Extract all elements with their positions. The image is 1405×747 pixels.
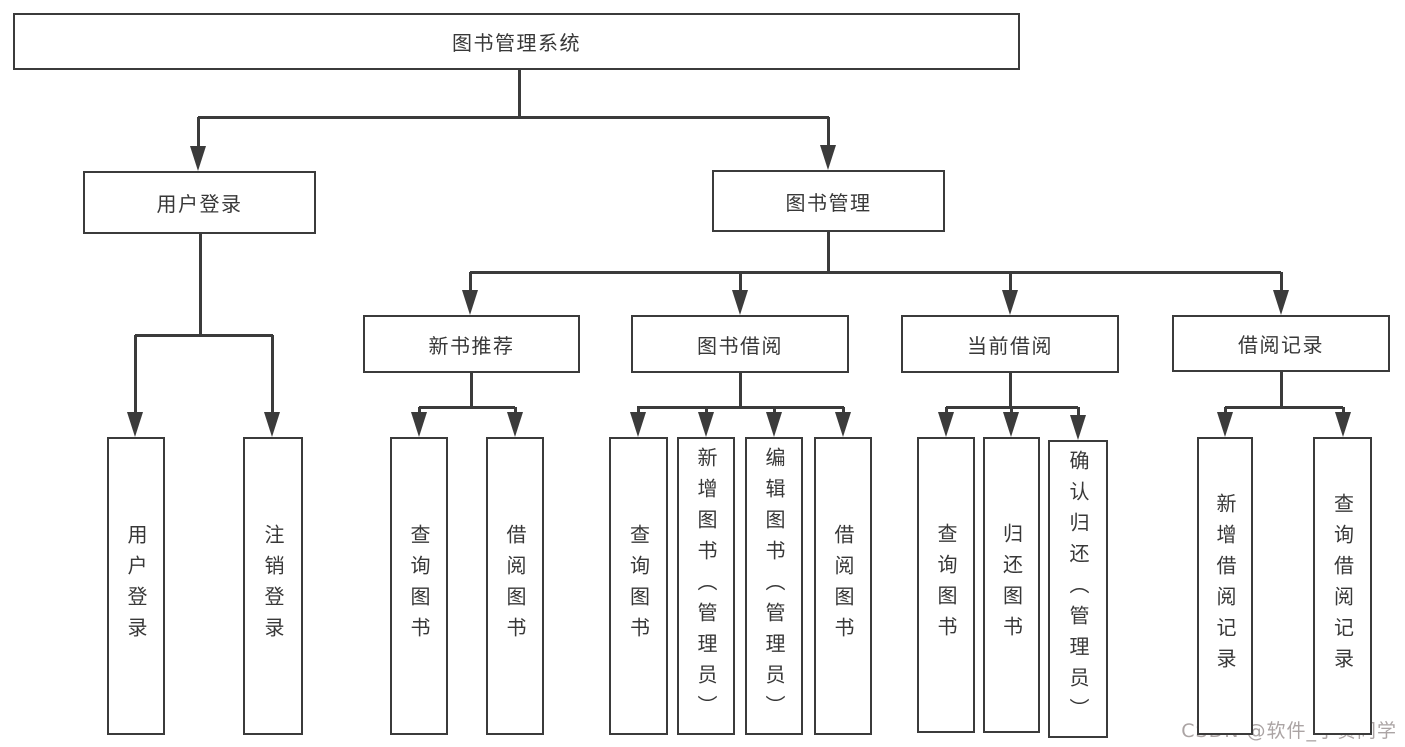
arrowhead-down-icon	[938, 412, 954, 437]
node-label: 查询借阅记录	[1330, 493, 1355, 679]
node-label: 确认归还（管理员）	[1066, 449, 1090, 729]
node-label: 图书借阅	[697, 333, 783, 358]
connector-arrow-shaft	[826, 117, 830, 164]
node-label: 借阅图书	[503, 524, 527, 648]
node-label: 归还图书	[999, 523, 1024, 647]
arrowhead-down-icon	[835, 412, 851, 437]
node-label: 借阅图书	[831, 524, 855, 648]
node-leaf-query-record: 查询借阅记录	[1313, 437, 1372, 735]
node-current-borrowing: 当前借阅	[901, 315, 1119, 373]
node-leaf-logout: 注销登录	[243, 437, 303, 735]
arrowhead-down-icon	[1003, 412, 1019, 437]
node-label: 当前借阅	[967, 333, 1053, 358]
arrowhead-down-icon	[264, 412, 280, 437]
connector-line	[198, 115, 829, 119]
node-book-borrowing: 图书借阅	[631, 315, 849, 373]
arrowhead-down-icon	[1070, 415, 1086, 440]
node-root: 图书管理系统	[13, 13, 1020, 70]
node-leaf-query-book-3: 查询图书	[917, 437, 975, 733]
connector-arrow-shaft	[196, 117, 200, 165]
connector-arrow-shaft	[270, 335, 274, 431]
connector-arrow-shaft	[133, 335, 137, 431]
arrowhead-down-icon	[1217, 412, 1233, 437]
node-book-management: 图书管理	[712, 170, 945, 232]
node-label: 图书管理系统	[452, 31, 581, 55]
node-label: 新增图书（管理员）	[694, 446, 718, 726]
node-leaf-user-login: 用户登录	[107, 437, 165, 735]
node-leaf-borrow-book-2: 借阅图书	[814, 437, 872, 735]
connector-line	[135, 333, 273, 337]
node-leaf-confirm-return: 确认归还（管理员）	[1048, 440, 1108, 738]
connector-line	[826, 232, 830, 273]
arrowhead-down-icon	[1002, 290, 1018, 315]
connector-line	[1008, 373, 1012, 408]
node-leaf-query-book-2: 查询图书	[609, 437, 668, 735]
node-leaf-borrow-book-1: 借阅图书	[486, 437, 544, 735]
arrowhead-down-icon	[698, 412, 714, 437]
arrowhead-down-icon	[1335, 412, 1351, 437]
node-leaf-return-book: 归还图书	[983, 437, 1040, 733]
connector-line	[1225, 405, 1343, 409]
connector-line	[517, 70, 521, 118]
node-label: 用户登录	[124, 524, 148, 648]
arrowhead-down-icon	[411, 412, 427, 437]
node-new-book-recommend: 新书推荐	[363, 315, 580, 373]
node-user-login-branch: 用户登录	[83, 171, 316, 234]
connector-line	[198, 234, 202, 335]
arrowhead-down-icon	[732, 290, 748, 315]
arrowhead-down-icon	[190, 146, 206, 171]
node-label: 查询图书	[626, 524, 651, 648]
node-label: 用户登录	[156, 192, 243, 216]
node-label: 注销登录	[261, 524, 285, 648]
arrowhead-down-icon	[1273, 290, 1289, 315]
arrowhead-down-icon	[766, 412, 782, 437]
connector-line	[1279, 372, 1283, 408]
node-label: 查询图书	[407, 524, 431, 648]
arrowhead-down-icon	[507, 412, 523, 437]
connector-line	[419, 405, 515, 409]
node-leaf-edit-book: 编辑图书（管理员）	[745, 437, 803, 735]
node-leaf-add-book: 新增图书（管理员）	[677, 437, 735, 735]
connector-line	[470, 270, 1281, 274]
node-label: 借阅记录	[1238, 333, 1324, 357]
node-label: 新增借阅记录	[1213, 493, 1237, 679]
arrowhead-down-icon	[630, 412, 646, 437]
connector-line	[469, 373, 473, 408]
connector-line	[738, 373, 742, 408]
node-label: 新书推荐	[428, 333, 515, 358]
connector-line	[637, 405, 844, 409]
node-borrowing-records: 借阅记录	[1172, 315, 1390, 372]
node-leaf-add-record: 新增借阅记录	[1197, 437, 1253, 735]
arrowhead-down-icon	[820, 145, 836, 170]
node-label: 查询图书	[934, 523, 958, 647]
node-leaf-query-book-1: 查询图书	[390, 437, 448, 735]
node-label: 编辑图书（管理员）	[762, 446, 786, 726]
node-label: 图书管理	[785, 190, 872, 215]
arrowhead-down-icon	[127, 412, 143, 437]
arrowhead-down-icon	[462, 290, 478, 315]
